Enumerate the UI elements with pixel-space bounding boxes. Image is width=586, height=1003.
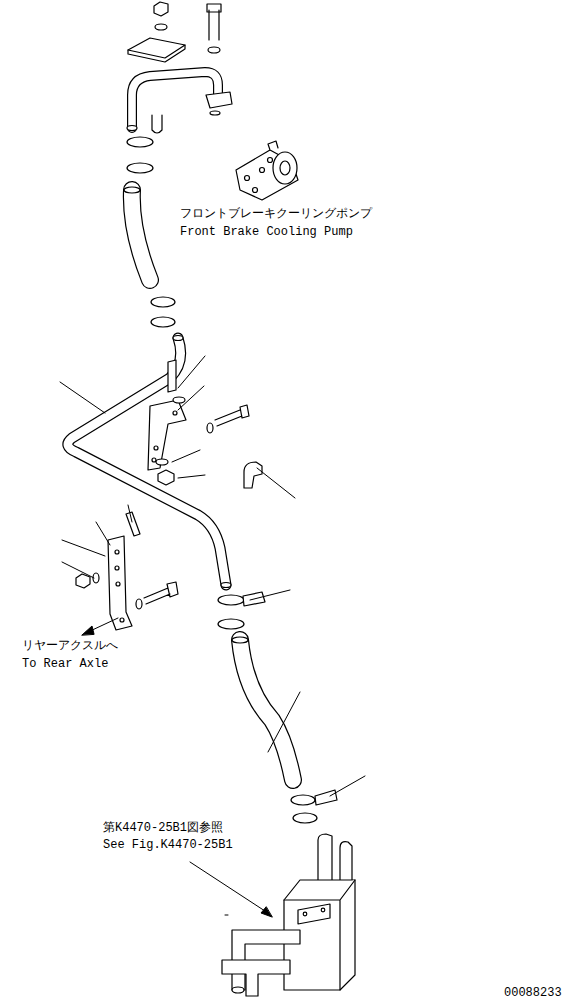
direction-arrow <box>82 618 272 917</box>
lower-bracket <box>76 512 178 630</box>
bolt <box>207 4 221 40</box>
part-name: Front Brake Cooling Pump <box>180 225 353 239</box>
drawing-number: 00088233 <box>504 986 562 1000</box>
washer <box>155 24 167 30</box>
hose-clamp <box>127 137 337 823</box>
direction-note: リヤーアクスルへ <box>22 639 118 653</box>
lower-hose <box>232 637 293 780</box>
top-bracket-edge <box>128 45 185 62</box>
o-ring <box>210 111 220 115</box>
reference-note: 第K4470-25B1図参照 <box>103 821 223 835</box>
u-bolt <box>152 115 162 133</box>
washer <box>208 47 220 53</box>
cooler <box>222 834 355 996</box>
nut <box>154 2 168 16</box>
upper-hose <box>124 187 150 280</box>
pump <box>236 141 298 200</box>
pipe-bracket <box>148 360 262 488</box>
main-pipe <box>68 336 231 588</box>
leader-line <box>60 356 365 915</box>
direction-note: To Rear Axle <box>22 657 108 671</box>
part-name: フロントブレーキクーリングポンプ <box>180 207 372 221</box>
reference-note: See Fig.K4470-25B1 <box>103 838 233 852</box>
upper-pipe <box>127 72 232 131</box>
